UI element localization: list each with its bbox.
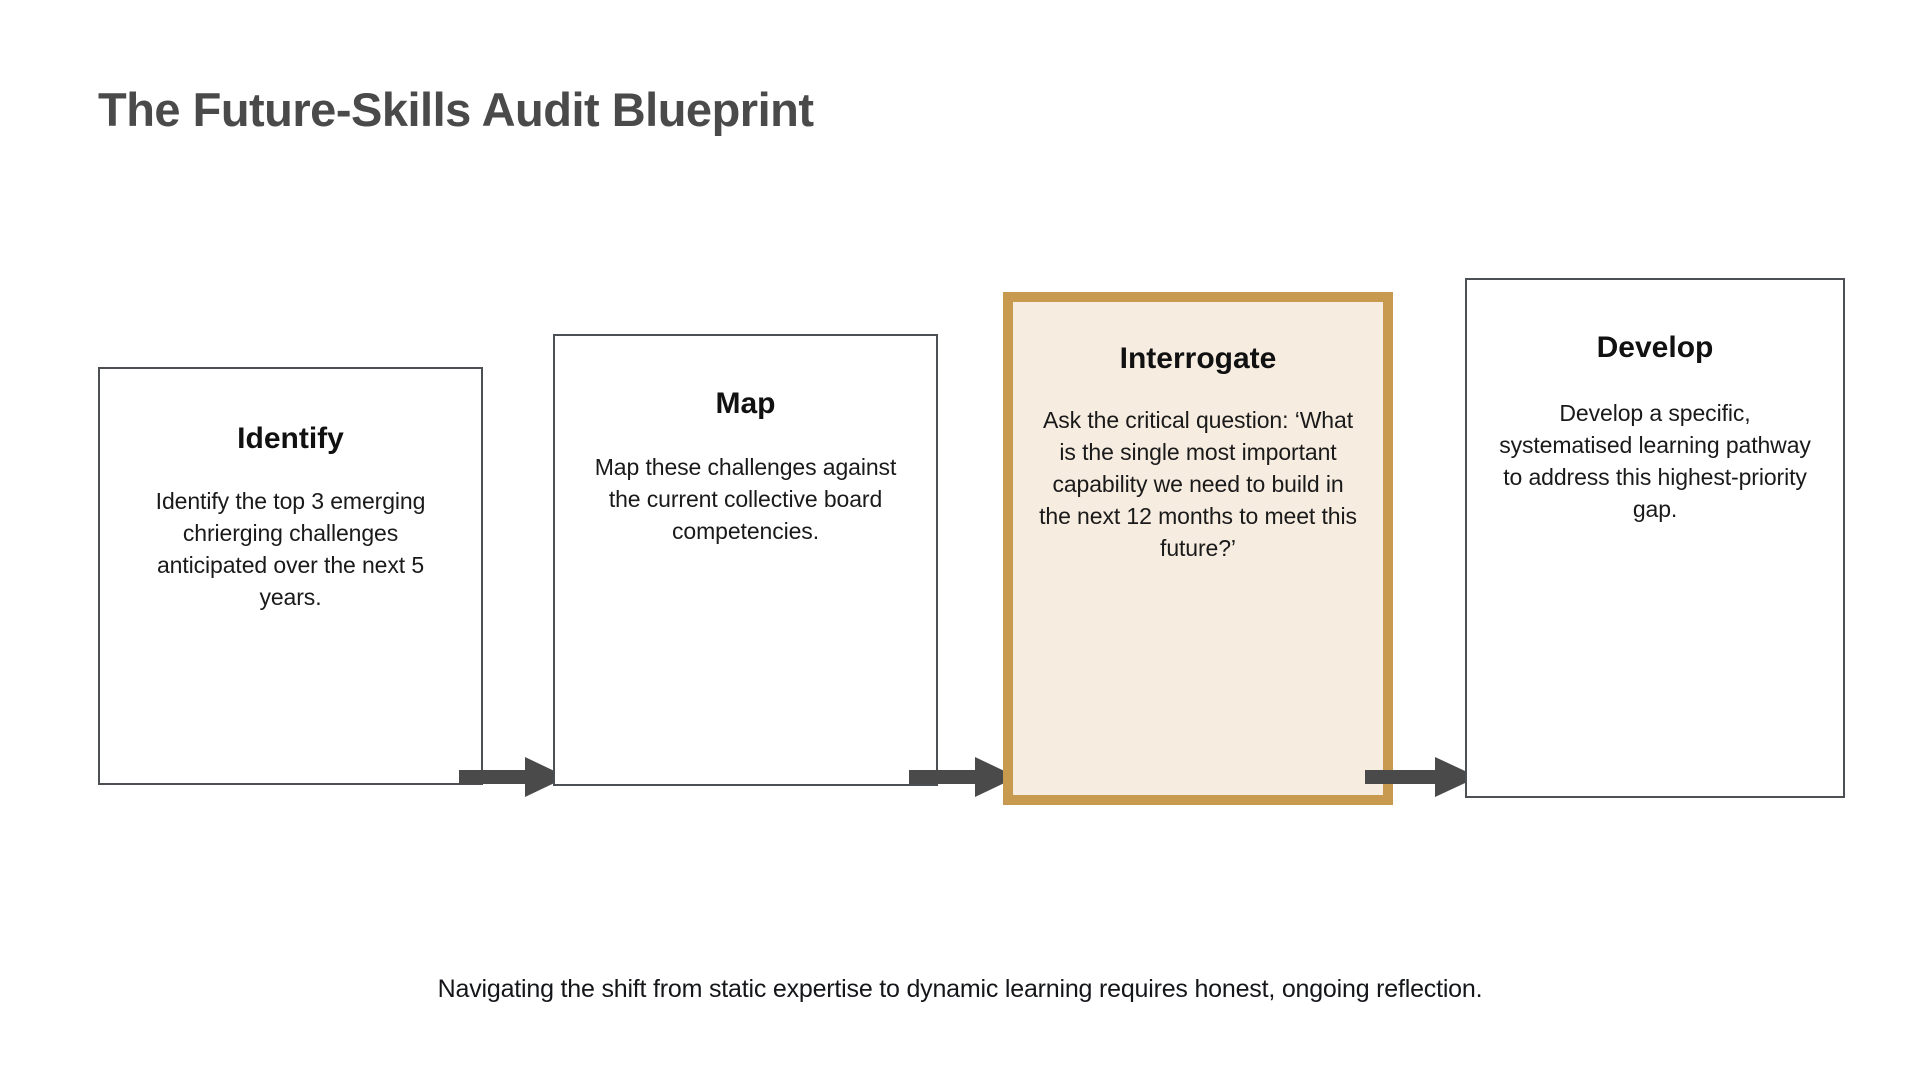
arrow-right-icon	[1365, 754, 1480, 800]
step-title: Interrogate	[1119, 342, 1277, 375]
arrow-right-icon	[459, 754, 569, 800]
process-step-map[interactable]: Map Map these challenges against the cur…	[553, 334, 938, 786]
step-title: Develop	[1596, 331, 1714, 364]
page-title: The Future-Skills Audit Blueprint	[98, 83, 814, 136]
step-title: Identify	[237, 422, 344, 455]
process-step-develop[interactable]: Develop Develop a specific, systematised…	[1465, 278, 1845, 798]
step-body: Develop a specific, systematised learnin…	[1499, 400, 1811, 522]
step-body: Map these challenges against the current…	[594, 454, 897, 544]
step-title: Map	[715, 387, 776, 420]
process-step-identify[interactable]: Identify Identify the top 3 emerging chr…	[98, 367, 483, 785]
footer-caption: Navigating the shift from static experti…	[437, 975, 1483, 1003]
arrow-right-icon	[909, 754, 1019, 800]
process-flow-diagram: Identify Identify the top 3 emerging chr…	[0, 230, 1920, 830]
step-body: Identify the top 3 emerging chrierging c…	[155, 488, 426, 610]
step-body: Ask the critical question: ‘What is the …	[1039, 407, 1357, 561]
process-step-interrogate[interactable]: Interrogate Ask the critical question: ‘…	[1003, 292, 1393, 805]
